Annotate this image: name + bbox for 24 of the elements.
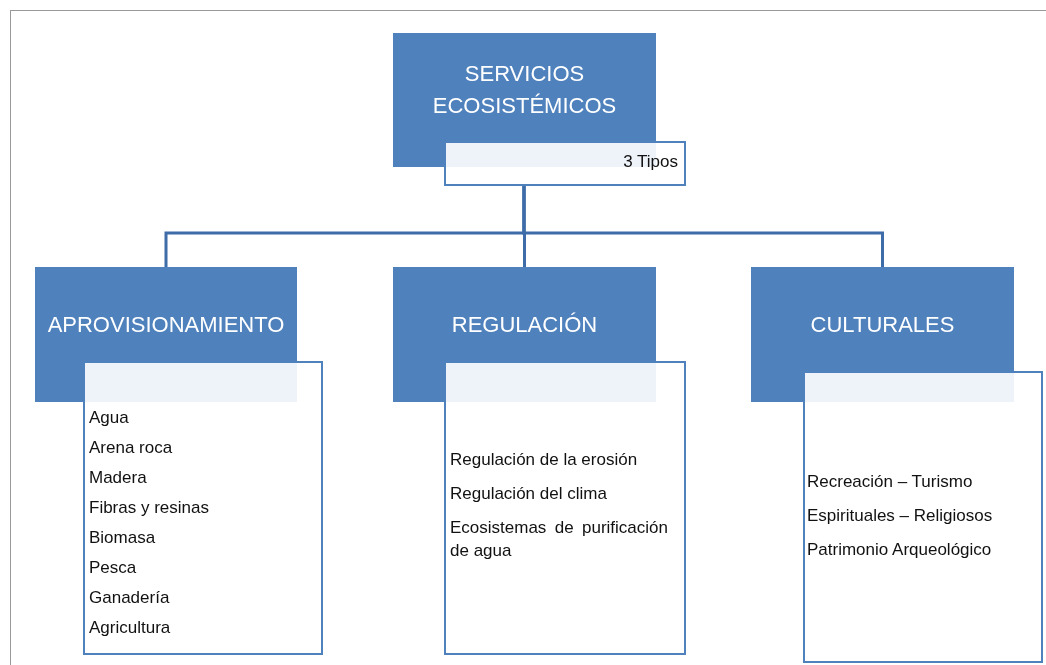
category-title: CULTURALES	[809, 310, 956, 339]
list-item: Arena roca	[89, 436, 174, 459]
box-label: 3 Tipos	[622, 151, 678, 173]
list-item: Recreación – Turismo	[807, 471, 974, 493]
list-item: Ecosistemas de purificación de agua	[450, 516, 668, 562]
category-title: SERVICIOS ECOSISTÉMICOS	[431, 60, 618, 120]
list-item: Patrimonio Arqueológico	[807, 538, 993, 561]
list-item: Regulación del clima	[450, 482, 608, 505]
list-box	[444, 361, 686, 655]
list-item: Agua	[89, 407, 130, 429]
list-box	[83, 361, 323, 655]
list-item: Biomasa	[89, 526, 157, 549]
list-item: Fibras y resinas	[89, 496, 210, 519]
list-box	[444, 141, 686, 186]
list-item: Madera	[89, 466, 148, 489]
category-title: REGULACIÓN	[450, 310, 599, 339]
list-item: Agricultura	[89, 616, 172, 639]
list-item: Pesca	[89, 556, 138, 579]
connector-line	[522, 186, 884, 267]
category-title: APROVISIONAMIENTO	[46, 310, 286, 339]
list-box	[803, 371, 1043, 663]
list-item: Ganadería	[89, 586, 171, 609]
list-item: Regulación de la erosión	[450, 449, 639, 471]
list-item: Espirituales – Religiosos	[807, 504, 994, 527]
